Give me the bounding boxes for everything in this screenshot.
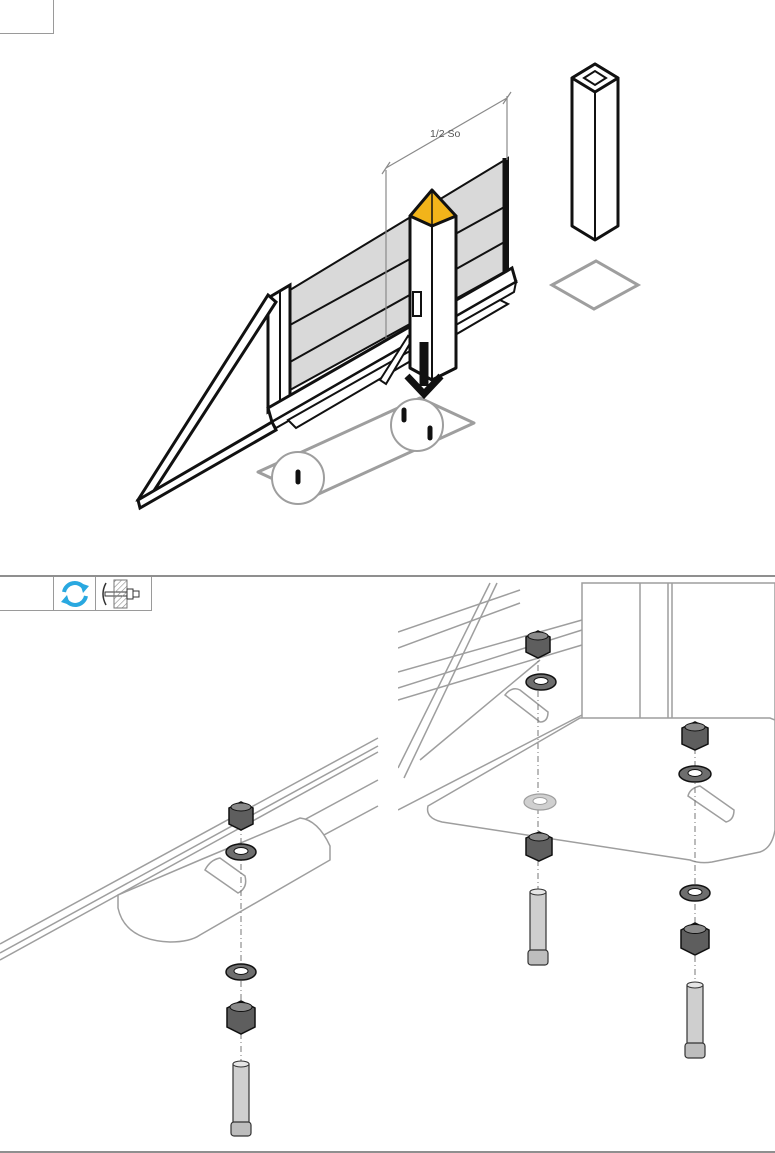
nut-icon	[681, 721, 709, 751]
section-divider	[0, 575, 775, 577]
base-plate-left	[117, 817, 331, 943]
icon-strip	[0, 577, 152, 611]
nut-icon	[525, 831, 553, 862]
step-number-box	[0, 0, 54, 34]
dimension-line	[381, 91, 512, 338]
icon-strip-blank-cell	[0, 577, 54, 611]
base-plate-right	[426, 688, 775, 864]
dimension-label: 1/2 So	[430, 128, 461, 140]
washer-icon	[678, 765, 712, 783]
bolt-icon	[527, 888, 549, 966]
washer-icon	[679, 884, 711, 902]
gate-panel	[135, 156, 518, 511]
refresh-icon-cell	[54, 577, 96, 611]
gate-illustration: 1/2 So	[135, 62, 642, 511]
anchor-circle-right	[390, 398, 444, 452]
gate-post	[408, 188, 458, 382]
rail-bolt-assembly	[0, 737, 379, 1137]
bolt-icon	[684, 981, 706, 1059]
nut-icon	[228, 801, 254, 831]
washer-hidden-icon	[523, 793, 557, 811]
nut-icon	[680, 922, 710, 956]
post-base-bolt-assembly	[398, 582, 775, 1059]
wall-bolt-icon-cell	[96, 577, 152, 611]
section-divider-bottom	[0, 1151, 775, 1153]
washer-icon	[225, 963, 257, 981]
washer-icon	[225, 843, 257, 861]
bolt-icon	[230, 1060, 252, 1137]
refresh-icon	[61, 581, 89, 607]
post-footprint-outline	[548, 259, 642, 311]
nut-icon	[525, 630, 551, 659]
washer-icon	[525, 673, 557, 691]
spare-post	[570, 62, 620, 242]
wall-bolt-icon	[102, 579, 140, 609]
down-arrow-icon	[404, 342, 444, 400]
nut-icon	[226, 1000, 256, 1035]
